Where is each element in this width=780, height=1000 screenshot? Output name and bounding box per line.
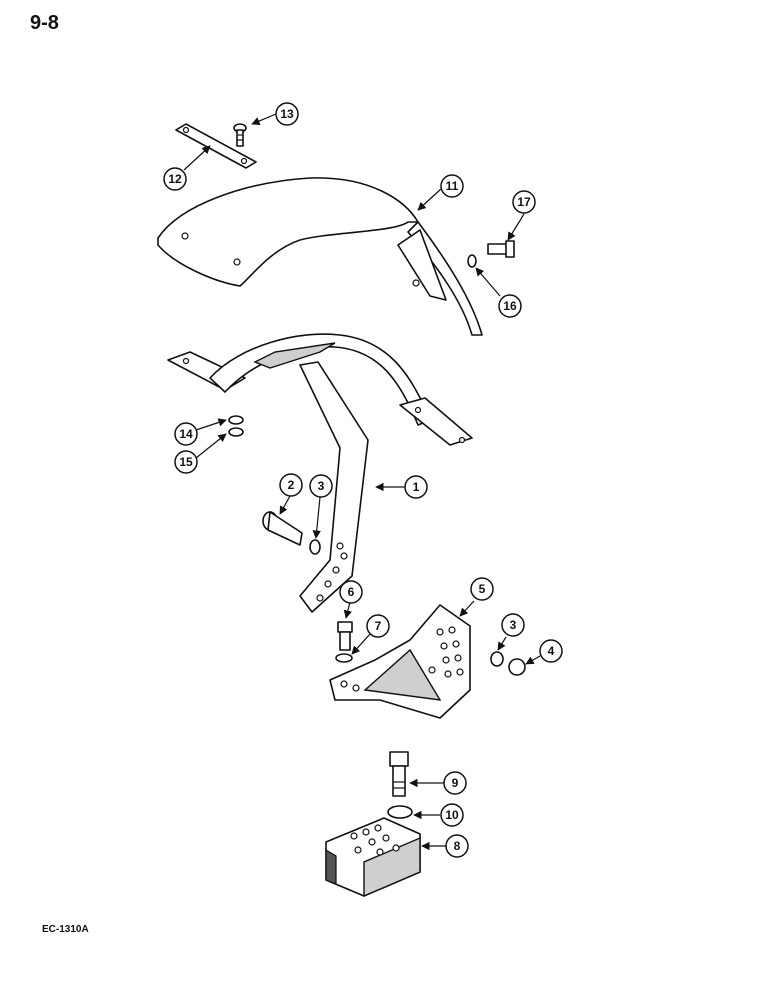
svg-text:17: 17 bbox=[517, 195, 531, 209]
washer-7 bbox=[335, 653, 353, 663]
callout-1: 1 bbox=[404, 475, 428, 499]
callout-9: 9 bbox=[443, 771, 467, 795]
callout-10: 10 bbox=[440, 803, 464, 827]
callout-2: 2 bbox=[279, 473, 303, 497]
svg-text:15: 15 bbox=[179, 455, 193, 469]
svg-text:4: 4 bbox=[548, 644, 555, 658]
washer-10 bbox=[387, 805, 413, 819]
svg-text:16: 16 bbox=[503, 299, 517, 313]
callout-11: 11 bbox=[440, 174, 464, 198]
svg-text:1: 1 bbox=[413, 480, 420, 494]
svg-text:12: 12 bbox=[168, 172, 182, 186]
svg-text:8: 8 bbox=[454, 839, 461, 853]
bolt-6 bbox=[337, 621, 353, 651]
strap-plate bbox=[175, 123, 257, 169]
svg-text:13: 13 bbox=[280, 107, 294, 121]
page-number: 9-8 bbox=[30, 12, 59, 34]
callout-13: 13 bbox=[275, 102, 299, 126]
bolt-17 bbox=[487, 240, 515, 258]
nut-15 bbox=[228, 427, 244, 437]
callout-16: 16 bbox=[498, 294, 522, 318]
svg-text:3: 3 bbox=[510, 618, 517, 632]
svg-text:10: 10 bbox=[445, 808, 459, 822]
svg-text:5: 5 bbox=[479, 582, 486, 596]
fender-bracket bbox=[167, 333, 473, 613]
callout-5: 5 bbox=[470, 577, 494, 601]
svg-text:11: 11 bbox=[446, 179, 459, 193]
callout-12: 12 bbox=[163, 167, 187, 191]
step-bracket bbox=[329, 604, 471, 719]
callout-8: 8 bbox=[445, 834, 469, 858]
svg-text:6: 6 bbox=[348, 585, 355, 599]
svg-text:9: 9 bbox=[452, 776, 459, 790]
callout-4: 4 bbox=[539, 639, 563, 663]
callout-7: 7 bbox=[366, 614, 390, 638]
washer-16 bbox=[467, 254, 477, 268]
washer-3-upper bbox=[309, 539, 321, 555]
fender bbox=[157, 177, 483, 336]
svg-text:2: 2 bbox=[288, 478, 295, 492]
washer-3-lower bbox=[490, 651, 504, 667]
callout-15: 15 bbox=[174, 450, 198, 474]
callout-17: 17 bbox=[512, 190, 536, 214]
washer-14 bbox=[228, 415, 244, 425]
callout-14: 14 bbox=[174, 422, 198, 446]
svg-text:3: 3 bbox=[318, 479, 325, 493]
svg-text:7: 7 bbox=[375, 619, 382, 633]
svg-text:14: 14 bbox=[179, 427, 193, 441]
screw bbox=[233, 123, 247, 147]
nut-4 bbox=[508, 658, 526, 676]
figure-code: EC-1310A bbox=[42, 924, 89, 935]
callout-6: 6 bbox=[339, 580, 363, 604]
mounting-block bbox=[325, 817, 421, 898]
bolt-9 bbox=[389, 751, 409, 797]
callout-3-upper: 3 bbox=[309, 474, 333, 498]
bolt-2 bbox=[262, 511, 303, 546]
callout-3-lower: 3 bbox=[501, 613, 525, 637]
